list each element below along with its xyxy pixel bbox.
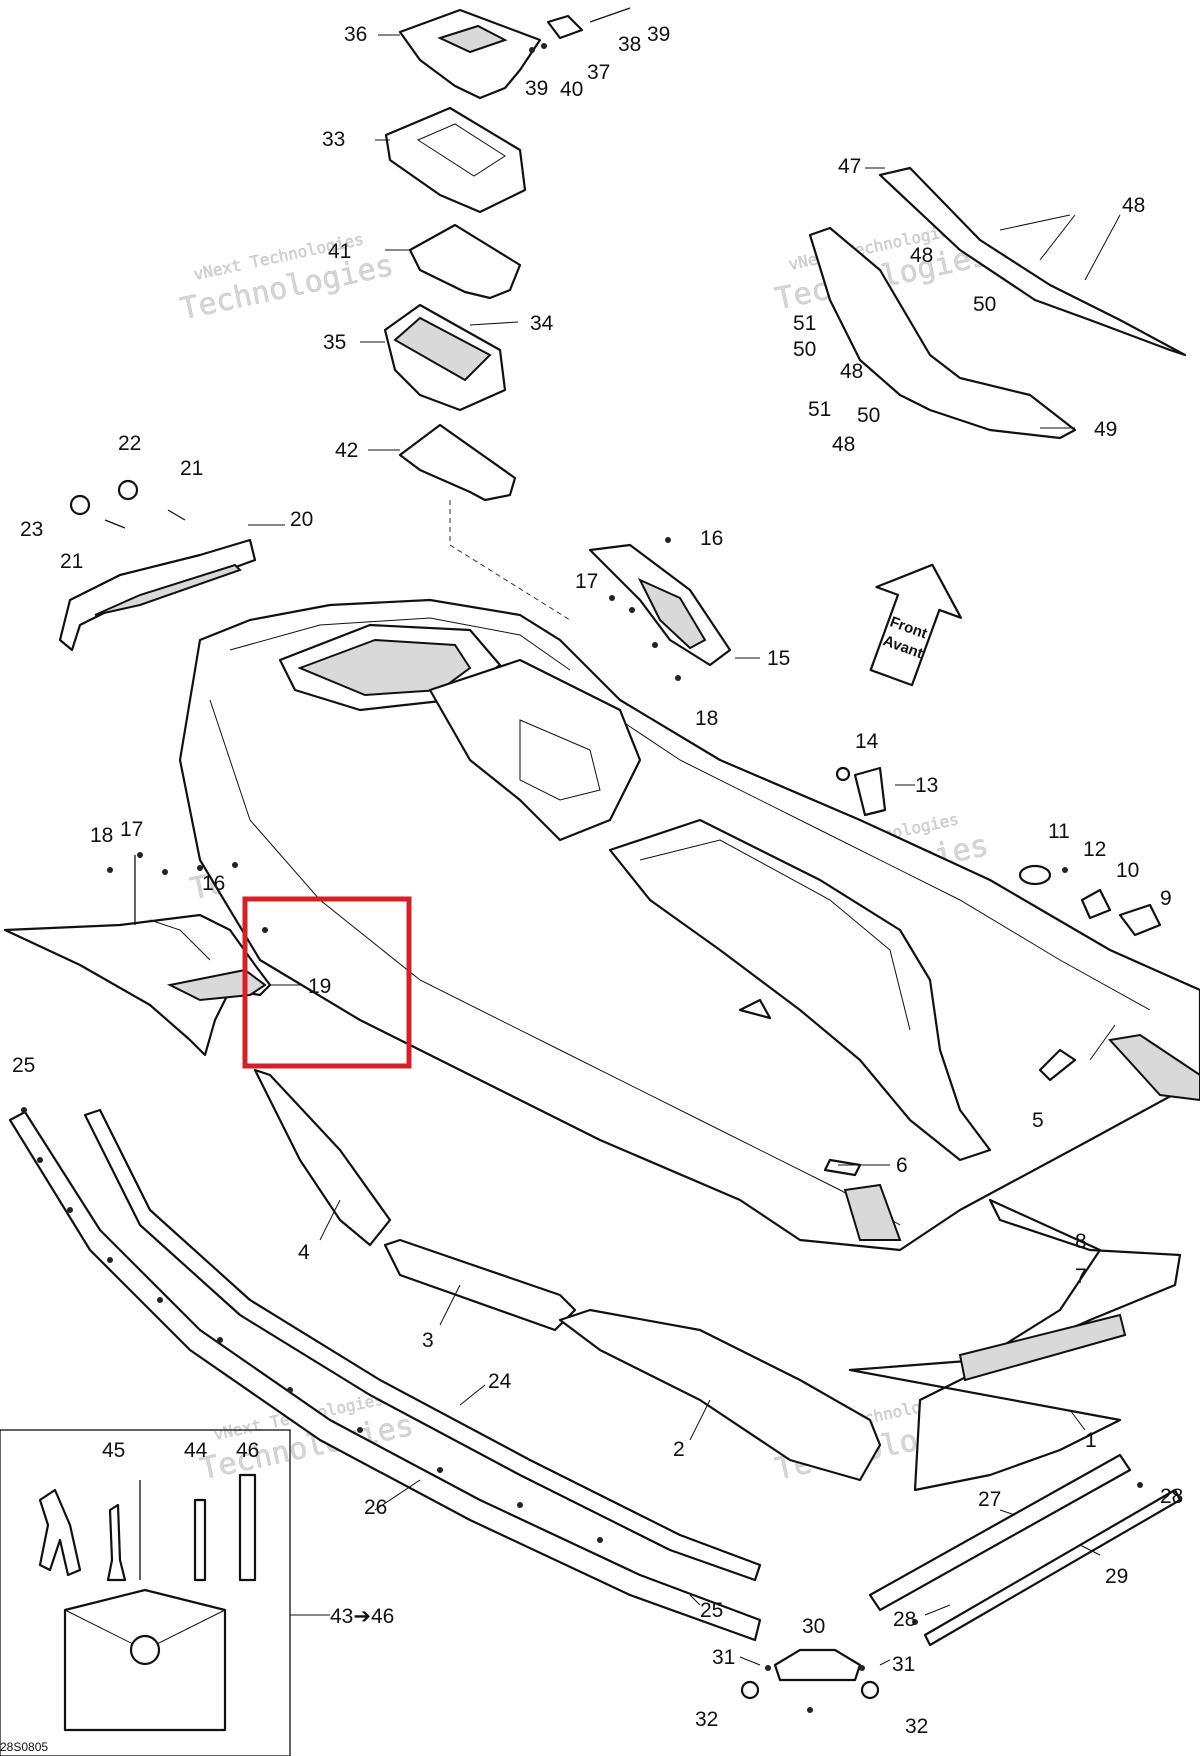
callout-50: 50 bbox=[857, 404, 880, 427]
callout-19: 19 bbox=[308, 975, 331, 998]
callout-18: 18 bbox=[90, 824, 113, 847]
callout-41: 41 bbox=[328, 240, 351, 263]
callout-28: 28 bbox=[1160, 1485, 1183, 1508]
callout-10: 10 bbox=[1116, 859, 1139, 882]
hull-deck bbox=[178, 598, 1200, 1252]
lower-rails bbox=[740, 1453, 1182, 1713]
callout-49: 49 bbox=[1094, 418, 1117, 441]
callout-31: 31 bbox=[712, 1646, 735, 1669]
front-arrow: Front Avant bbox=[869, 563, 963, 687]
callout-15: 15 bbox=[767, 647, 790, 670]
callout-14: 14 bbox=[855, 730, 879, 753]
callout-1: 1 bbox=[1085, 1429, 1097, 1452]
callout-48: 48 bbox=[832, 433, 855, 456]
callout-25: 25 bbox=[12, 1054, 35, 1077]
highlight-box bbox=[242, 896, 412, 1069]
callout-26: 26 bbox=[364, 1496, 387, 1519]
callout-22: 22 bbox=[118, 432, 141, 455]
callout-32: 32 bbox=[695, 1708, 718, 1731]
callout-8: 8 bbox=[1075, 1230, 1087, 1253]
callout-47: 47 bbox=[838, 155, 861, 178]
callout-20: 20 bbox=[290, 508, 313, 531]
callout-16: 16 bbox=[202, 872, 225, 895]
callout-labels: 36 39 38 39 40 37 33 41 35 34 42 47 48 4… bbox=[0, 23, 1183, 1754]
callout-21: 21 bbox=[60, 550, 83, 573]
bracket-parts bbox=[823, 766, 1162, 1177]
callout-51: 51 bbox=[793, 312, 816, 335]
callout-36: 36 bbox=[344, 23, 367, 46]
callout-48: 48 bbox=[910, 244, 933, 267]
callout-28: 28 bbox=[893, 1608, 916, 1631]
callout-11: 11 bbox=[1048, 820, 1070, 843]
callout-27: 27 bbox=[978, 1488, 1001, 1511]
callout-48: 48 bbox=[1122, 194, 1145, 217]
callout-40: 40 bbox=[560, 78, 583, 101]
tool-kit-label: 43➔46 bbox=[330, 1605, 394, 1628]
callout-31: 31 bbox=[892, 1653, 915, 1676]
rub-rails bbox=[8, 1107, 762, 1642]
callout-12: 12 bbox=[1083, 838, 1106, 861]
callout-34: 34 bbox=[530, 312, 554, 335]
callout-32: 32 bbox=[905, 1715, 928, 1738]
decal-set bbox=[253, 1068, 1182, 1492]
callout-17: 17 bbox=[120, 818, 143, 841]
callout-48: 48 bbox=[840, 360, 863, 383]
callout-6: 6 bbox=[896, 1154, 908, 1177]
callout-5: 5 bbox=[1032, 1109, 1044, 1132]
callout-18: 18 bbox=[695, 707, 718, 730]
callout-51: 51 bbox=[808, 398, 831, 421]
callout-50: 50 bbox=[973, 293, 996, 316]
reference-code: 28S0805 bbox=[0, 1740, 48, 1754]
leader-lines bbox=[248, 34, 1116, 1666]
callout-45: 45 bbox=[102, 1439, 125, 1462]
callout-39: 39 bbox=[525, 77, 548, 100]
grab-handle bbox=[58, 479, 257, 652]
callout-13: 13 bbox=[915, 774, 938, 797]
callout-4: 4 bbox=[298, 1241, 310, 1264]
callout-33: 33 bbox=[322, 128, 345, 151]
callout-50: 50 bbox=[793, 338, 816, 361]
callout-42: 42 bbox=[335, 439, 358, 462]
callout-44: 44 bbox=[184, 1439, 208, 1462]
callout-21: 21 bbox=[180, 457, 203, 480]
callout-23: 23 bbox=[20, 518, 43, 541]
callout-25: 25 bbox=[700, 1599, 723, 1622]
callout-16: 16 bbox=[700, 527, 723, 550]
callout-9: 9 bbox=[1160, 887, 1172, 910]
callout-37: 37 bbox=[587, 61, 610, 84]
callout-17: 17 bbox=[575, 570, 598, 593]
callout-39: 39 bbox=[647, 23, 670, 46]
callout-24: 24 bbox=[488, 1370, 512, 1393]
callout-35: 35 bbox=[323, 331, 346, 354]
callout-38: 38 bbox=[618, 33, 641, 56]
storage-cover-assembly bbox=[383, 7, 631, 621]
callout-30: 30 bbox=[802, 1615, 825, 1638]
callout-46: 46 bbox=[236, 1439, 259, 1462]
rear-side-trim bbox=[588, 537, 732, 681]
callout-2: 2 bbox=[673, 1438, 685, 1461]
side-panel-assembly bbox=[808, 166, 1187, 440]
callout-7: 7 bbox=[1075, 1265, 1087, 1288]
callout-3: 3 bbox=[422, 1329, 434, 1352]
tool-kit bbox=[0, 1429, 330, 1756]
callout-29: 29 bbox=[1105, 1565, 1128, 1588]
